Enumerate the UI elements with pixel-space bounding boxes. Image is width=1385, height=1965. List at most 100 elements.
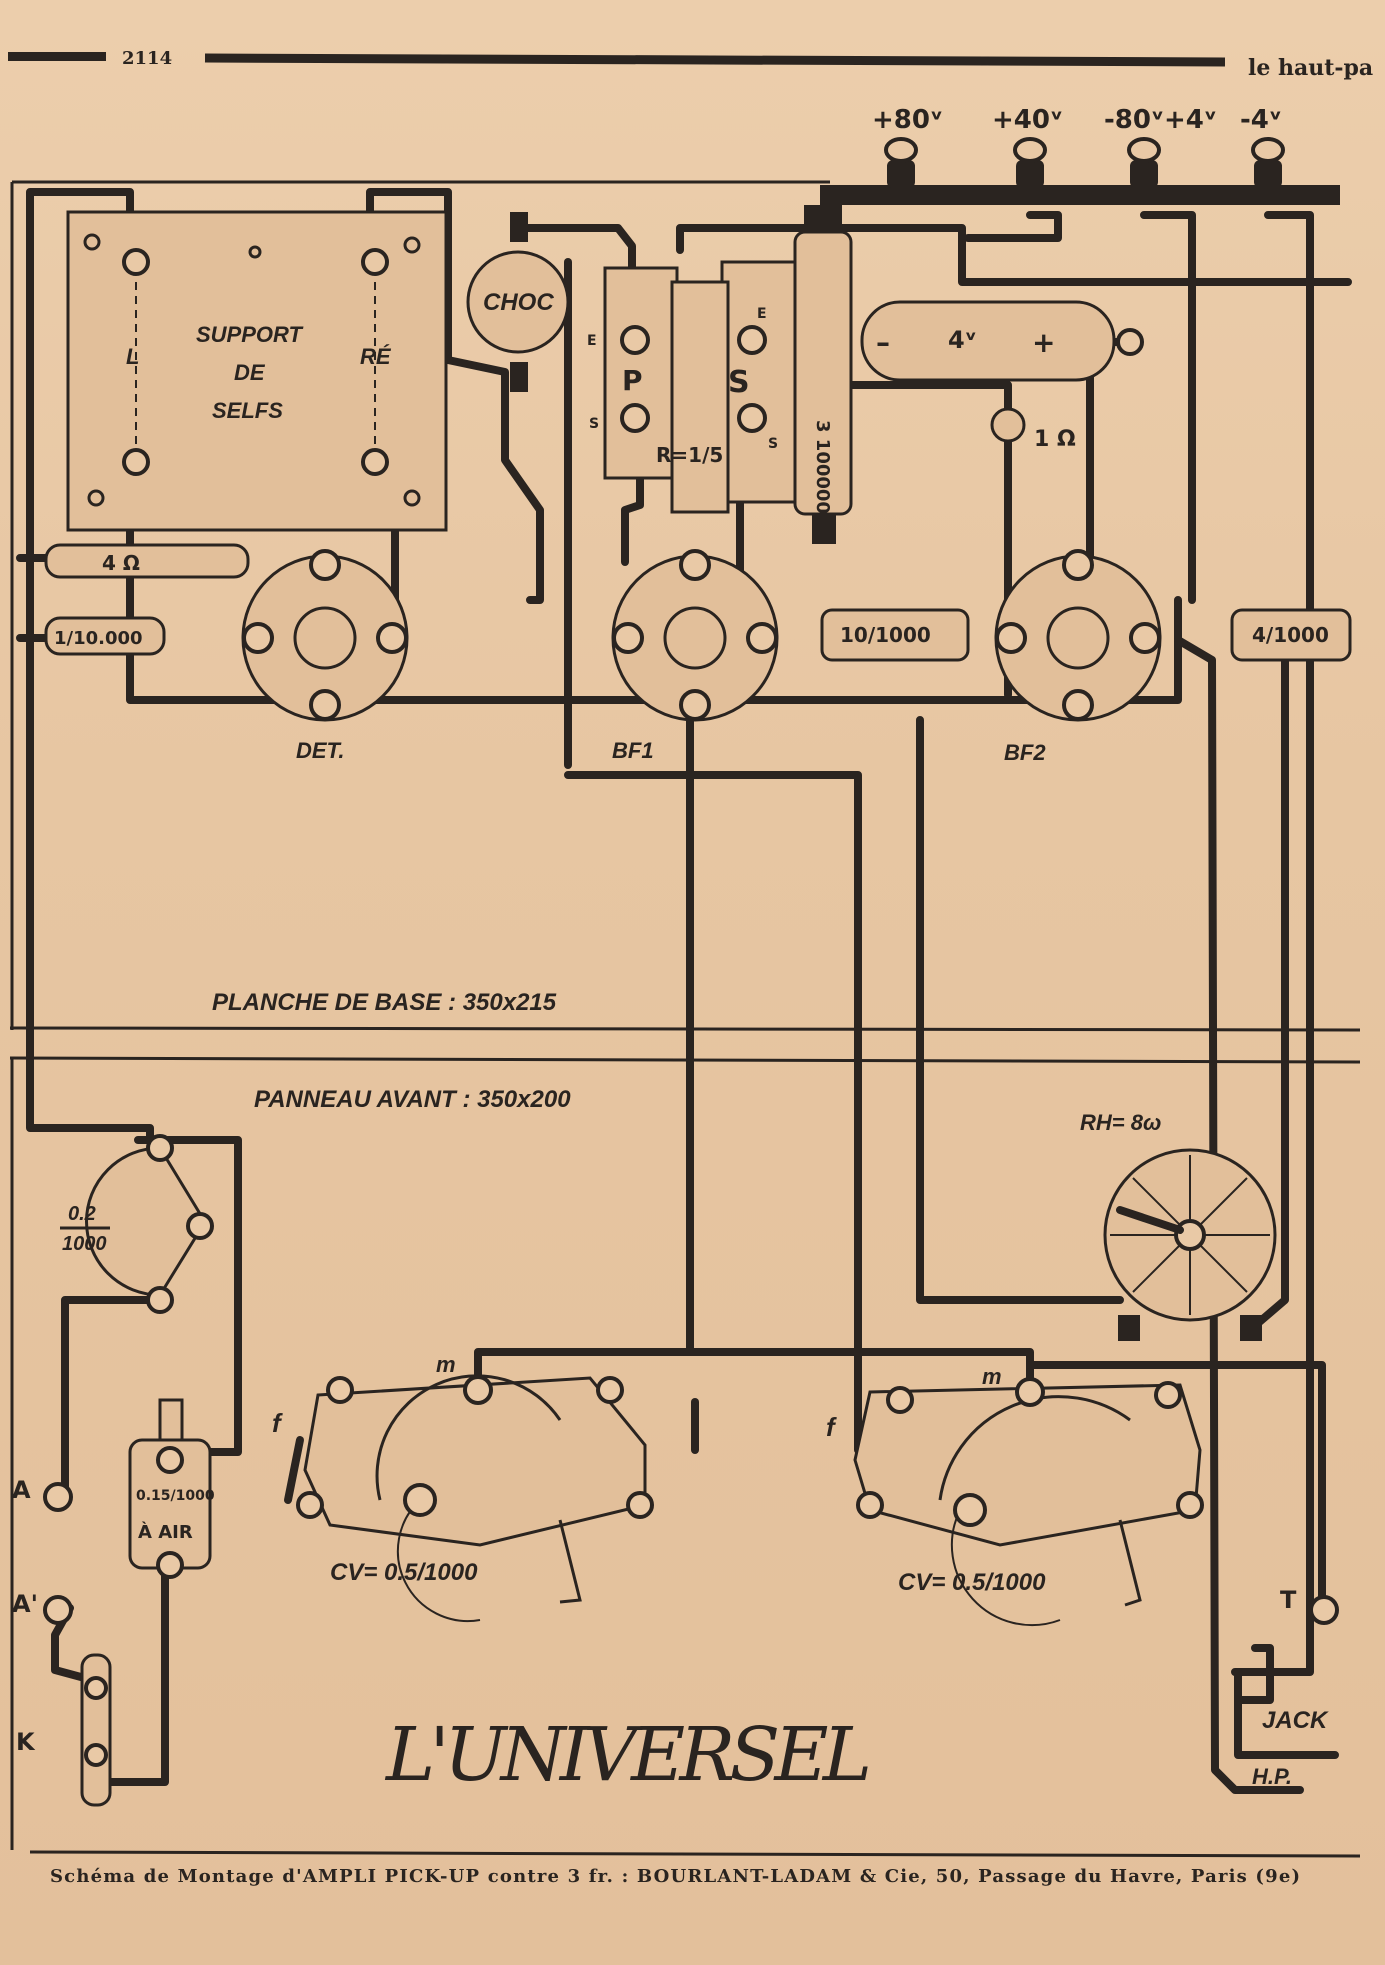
choke-coil: CHOC (466, 212, 570, 392)
air-capacitor[interactable]: 0.15/1000 À AIR (128, 1398, 215, 1579)
front-terminals: A A' K T JACK H.P. (12, 1476, 1339, 1807)
terminal-label-K: K (16, 1728, 36, 1756)
terminal-label-plus40: +40ᵛ (992, 105, 1063, 135)
terminal-post (1130, 160, 1158, 188)
base-board-bottom-edge (9, 1026, 1361, 1032)
header: 2114 le haut-pa (8, 48, 1373, 81)
terminal-knob (1127, 137, 1161, 163)
tube-socket-det[interactable]: DET. (241, 549, 409, 763)
board-outlines (9, 180, 1361, 1850)
base-board-label: PLANCHE DE BASE : 350x215 (212, 989, 557, 1016)
socket-pin (679, 689, 711, 721)
terminal-minus4[interactable] (1251, 137, 1285, 188)
wire-plate-to-cv (564, 771, 862, 1454)
terminal-A[interactable] (43, 1482, 73, 1512)
transformer-terminal-s-e[interactable] (737, 325, 767, 355)
rheostat-1-ohm[interactable]: 1 Ω (990, 407, 1076, 452)
page-number: 2114 (122, 48, 172, 69)
terminal-A-prime[interactable] (43, 1595, 73, 1625)
cv2-corner-hole (886, 1386, 914, 1414)
coil-socket-l-top[interactable] (122, 248, 150, 276)
capacitor-1-10000-label: 1/10.000 (54, 628, 143, 649)
terminal-label-plus80: +80ᵛ (872, 105, 943, 135)
socket-pin (376, 622, 408, 654)
socket-pin (1062, 549, 1094, 581)
page-title: L'UNIVERSEL (384, 1712, 872, 1798)
transformer-ratio: R=1/5 (656, 443, 723, 467)
capacitor-1-10000: 1/10.000 (44, 616, 166, 656)
socket-pin (1129, 622, 1161, 654)
transformer-terminal-p-e[interactable] (620, 325, 650, 355)
socket-pin (309, 689, 341, 721)
coil-socket-re-bottom[interactable] (361, 448, 389, 476)
front-panel-top-edge (9, 1056, 1361, 1064)
hp-label: H.P. (1252, 1764, 1292, 1789)
tube-label-bf2: BF2 (1004, 740, 1046, 765)
transformer-terminal-s-s[interactable] (737, 403, 767, 433)
screw (87, 489, 105, 507)
air-capacitor-terminal-bottom (156, 1551, 184, 1579)
socket-pin (746, 622, 778, 654)
capacitor-10-1000-label: 10/1000 (840, 623, 931, 647)
coil-support: SUPPORT DE SELFS L RÉ (66, 210, 448, 532)
capacitor-vertical-cap-top (804, 205, 842, 231)
cv2-corner-hole (856, 1491, 884, 1519)
coil-support-text-2: DE (234, 360, 266, 385)
capacitor-0-2-terminal-top[interactable] (146, 1134, 174, 1162)
cv2-corner-hole (1176, 1491, 1204, 1519)
battery-minus: – (876, 326, 890, 359)
coil-socket-re-top[interactable] (361, 248, 389, 276)
capacitor-vertical: 3 100000 (793, 205, 853, 544)
cv1-corner-hole (326, 1376, 354, 1404)
transformer-secondary (720, 260, 804, 504)
passive-components: 4 Ω 1/10.000 10/1000 4/1000 (44, 543, 1352, 662)
battery-plus: + (1032, 326, 1055, 359)
jack-label: JACK (1262, 1707, 1329, 1734)
transformer-s-e: E (757, 306, 767, 322)
terminal-plus40[interactable] (1013, 137, 1047, 188)
socket-center (663, 606, 727, 670)
jack-hp[interactable]: JACK H.P. (1234, 1668, 1339, 1789)
terminal-T[interactable] (1309, 1595, 1339, 1625)
terminal-knob (1013, 137, 1047, 163)
switch-K[interactable] (80, 1653, 112, 1807)
battery-body (860, 300, 1116, 382)
cv2-corner-hole (1154, 1381, 1182, 1409)
battery-plus-terminal[interactable] (1116, 328, 1144, 356)
transformer: P S R=1/5 E S E S (587, 260, 804, 514)
terminal-minus80-plus4[interactable] (1127, 137, 1161, 188)
socket-center (1046, 606, 1110, 670)
choke-body (466, 250, 570, 354)
rheostat-hub (1174, 1219, 1206, 1251)
socket-pin (309, 549, 341, 581)
terminal-label-minus4: -4ᵛ (1240, 105, 1282, 135)
capacitor-vertical-label: 3 100000 (812, 420, 833, 514)
cv2-value: CV= 0.5/1000 (898, 1569, 1046, 1596)
cv1-corner-hole (626, 1491, 654, 1519)
tube-socket-bf2[interactable]: BF2 (994, 549, 1162, 765)
screw (83, 233, 101, 251)
terminal-post (1254, 160, 1282, 188)
header-rule-left (8, 52, 106, 61)
cv1-terminal-m (463, 1375, 493, 1405)
coil-support-text-1: SUPPORT (196, 322, 304, 347)
wire-bf2-to-rheostat (916, 716, 1124, 1304)
coil-socket-l-bottom[interactable] (122, 448, 150, 476)
transformer-terminal-p-s[interactable] (620, 403, 650, 433)
terminal-plus80[interactable] (884, 137, 918, 188)
rheostat-wiper (1116, 1206, 1184, 1234)
rheostat-8-ohm[interactable]: RH= 8ω (1080, 1110, 1277, 1341)
tube-socket-bf1[interactable]: BF1 (611, 549, 779, 763)
cv2-frame (853, 1383, 1202, 1547)
tube-label-bf1: BF1 (612, 738, 654, 763)
variable-capacitor-2[interactable]: m f CV= 0.5/1000 (826, 1364, 1204, 1627)
wire-minus80 (1140, 211, 1196, 604)
resistor-4-ohm-label: 4 Ω (102, 551, 140, 575)
transformer-label-s: S (728, 365, 750, 400)
capacitor-0-2-terminal-bottom[interactable] (146, 1286, 174, 1314)
variable-capacitor-1[interactable]: m f CV= 0.5/1000 (272, 1352, 654, 1623)
battery-value: 4ᵛ (948, 326, 977, 354)
socket-pin (679, 549, 711, 581)
wire-minus4 (1231, 211, 1314, 1676)
